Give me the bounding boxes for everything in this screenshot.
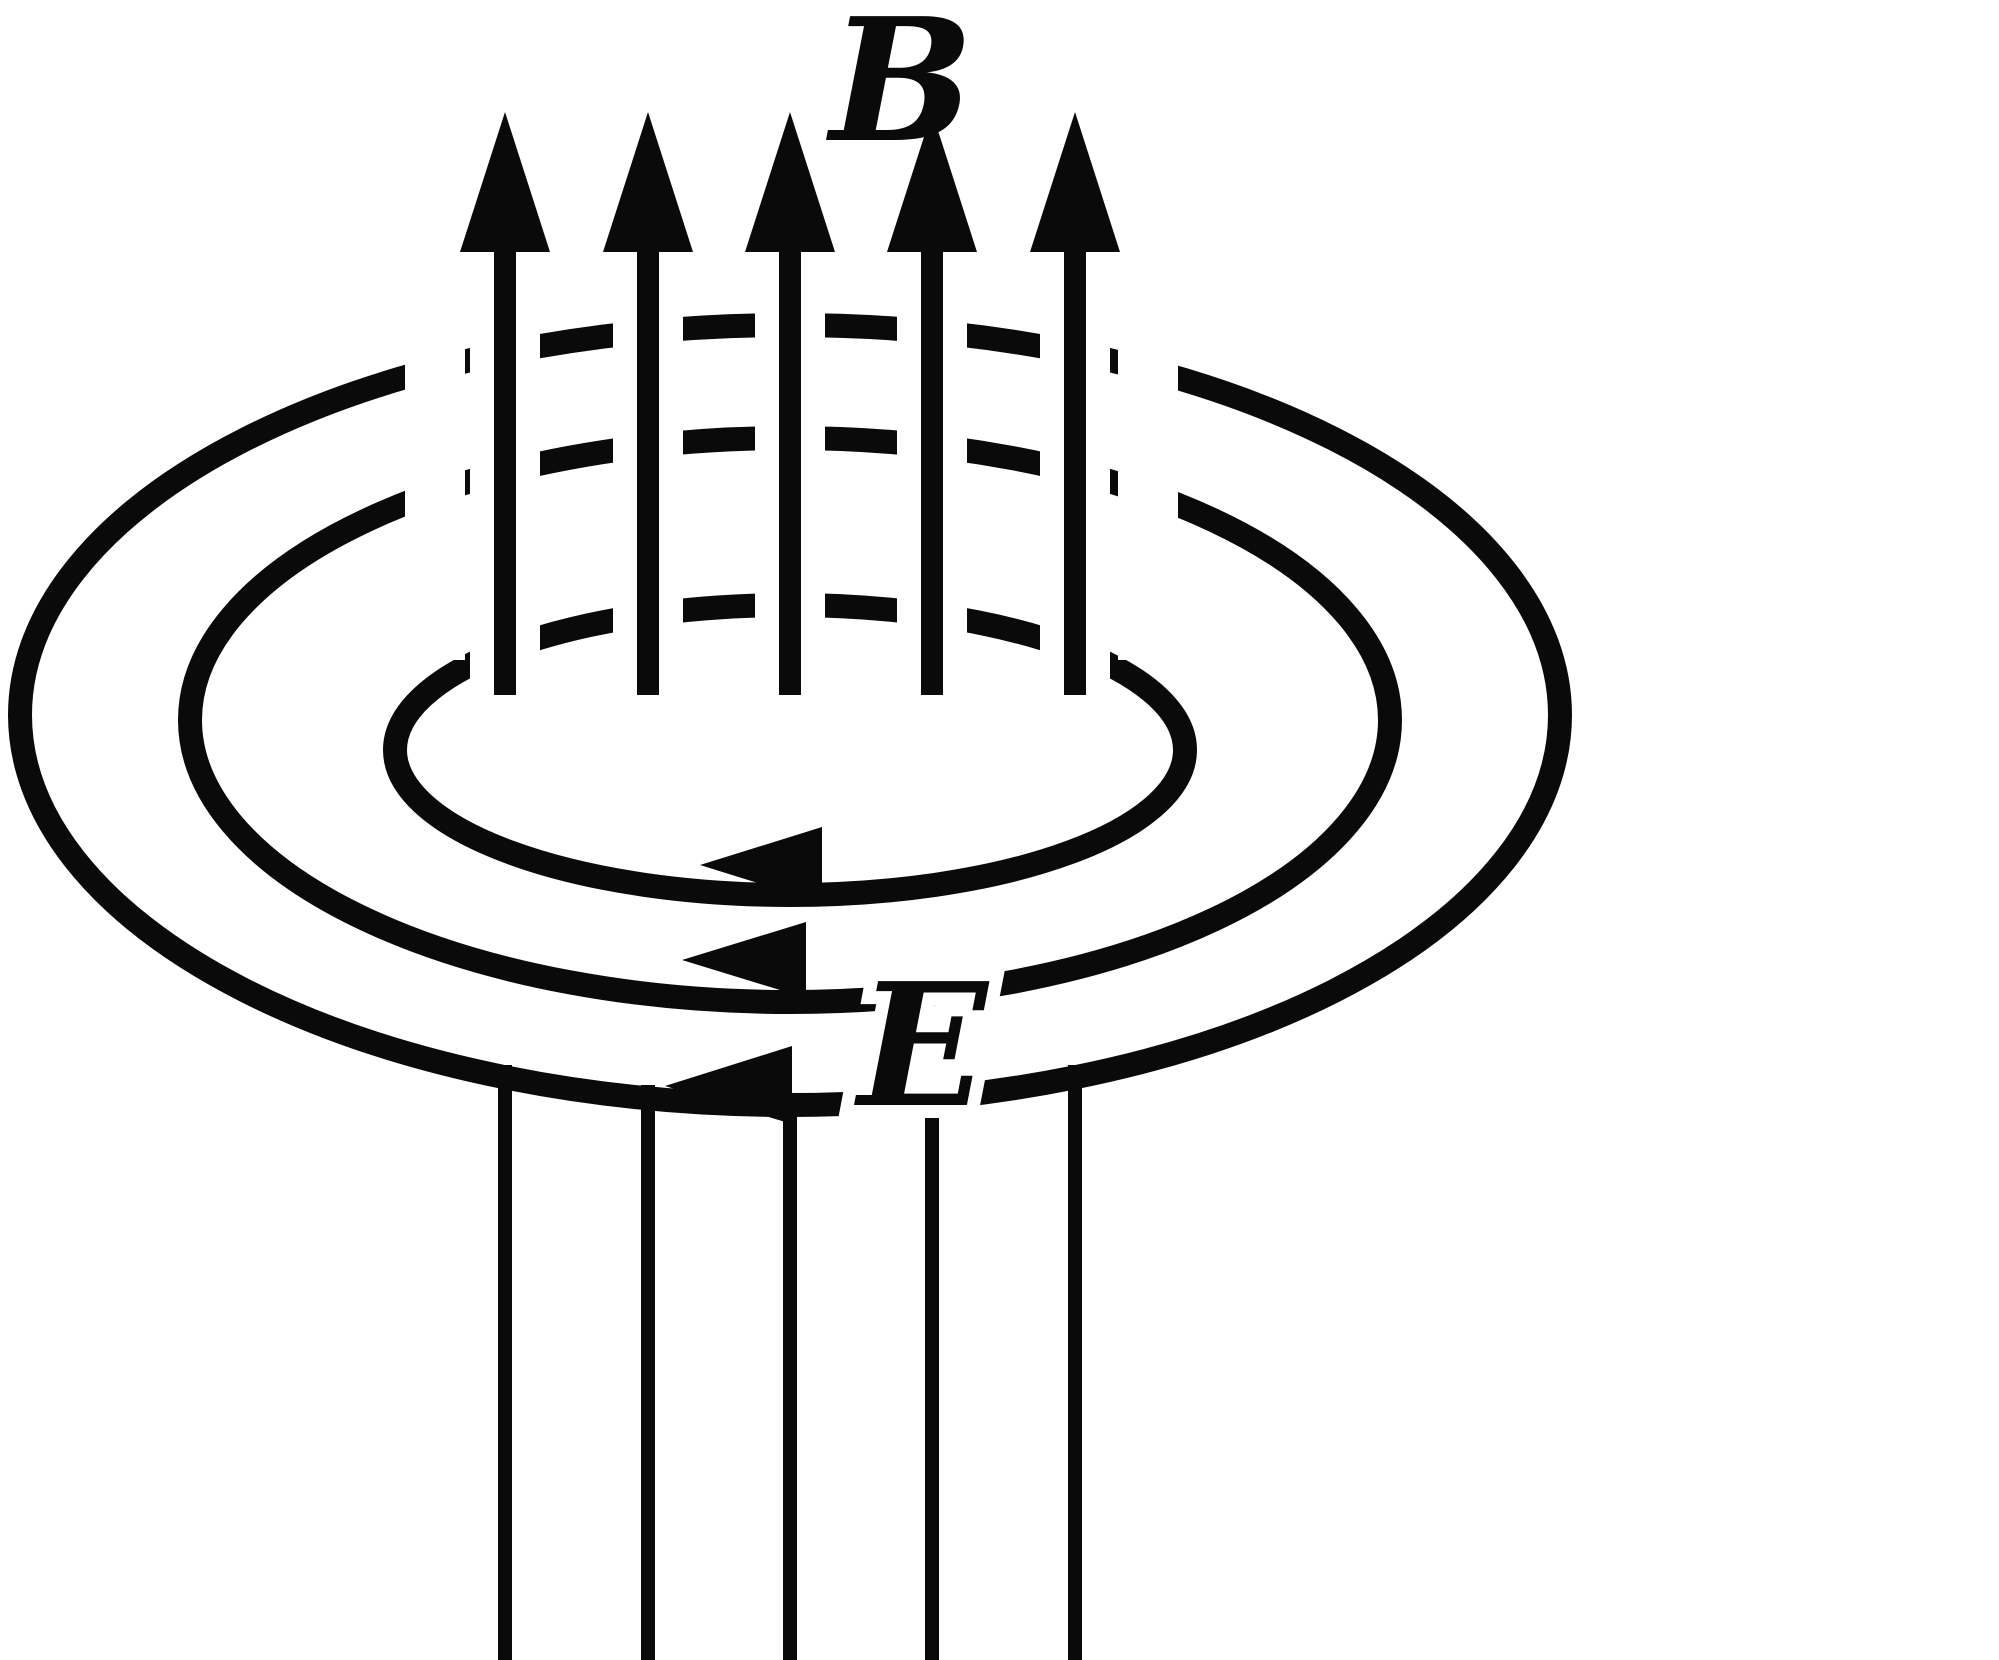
occlusion-bar <box>405 280 465 660</box>
b-arrowhead <box>460 112 550 252</box>
b-arrowhead <box>603 112 693 252</box>
e-field-arrowheads <box>665 827 822 1124</box>
e-loop-middle-front-arc <box>178 719 1402 1014</box>
b-field-lines-lower <box>498 1065 1082 1660</box>
e-arrowhead-inner <box>700 827 822 903</box>
e-field-label: E <box>854 946 990 1146</box>
e-loop-inner-front-arc <box>383 749 1197 907</box>
b-arrowhead <box>745 112 835 252</box>
b-arrowhead <box>1030 112 1120 252</box>
e-arrowhead-middle <box>682 922 806 998</box>
occlusion-bar <box>1118 280 1178 660</box>
e-arrowhead-outer <box>665 1046 792 1124</box>
b-field-label: B <box>826 0 974 181</box>
b-arrowhead <box>887 112 977 252</box>
b-field-arrows <box>460 112 1120 695</box>
